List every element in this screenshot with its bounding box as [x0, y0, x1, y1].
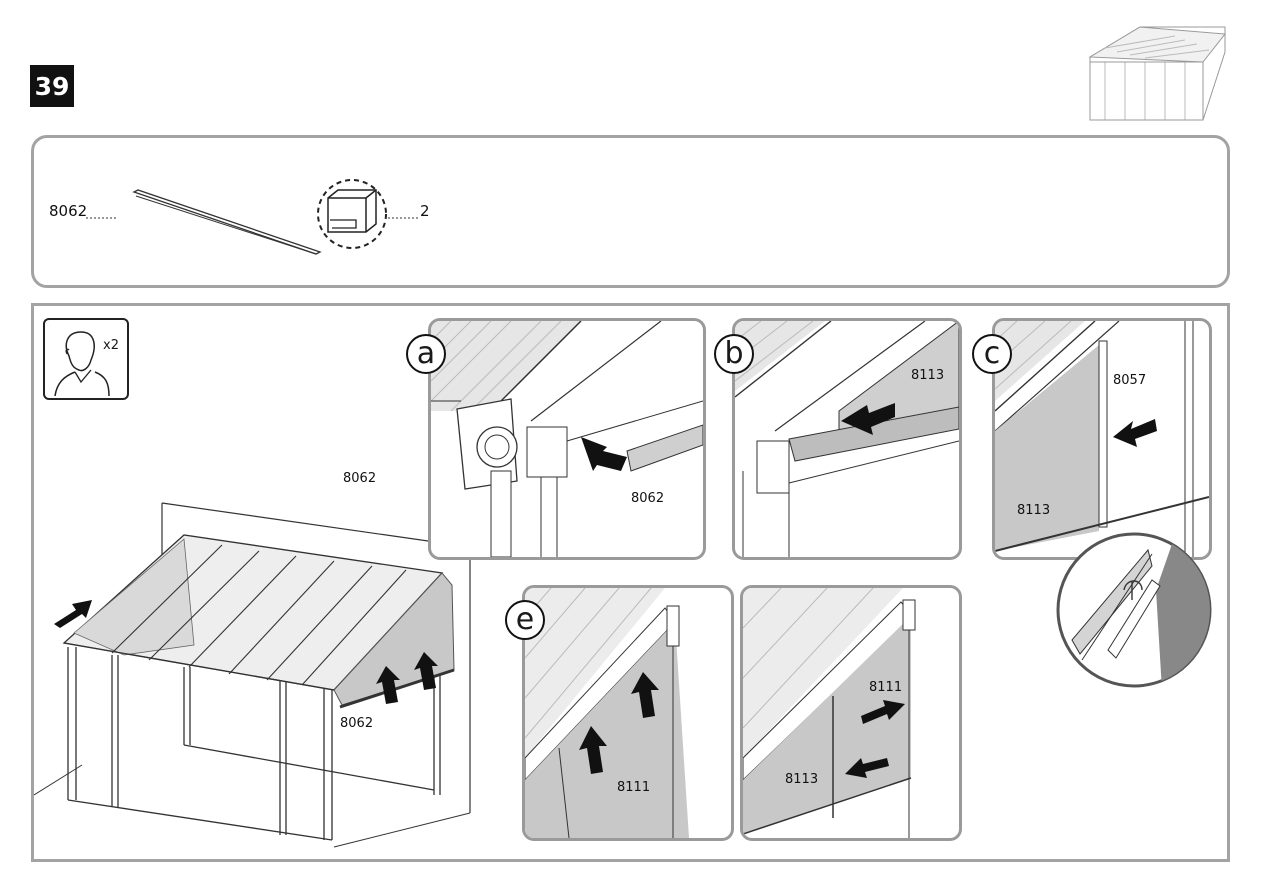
part-id-label: 8062: [49, 202, 88, 220]
shed-thumbnail-icon: [1088, 26, 1226, 121]
profile-zoom-circle-icon: [317, 179, 387, 249]
arrow-icon: [376, 666, 400, 704]
detail-panel-f: 8111 8113: [740, 585, 962, 841]
panel-c-part-label-bottom: 8113: [1017, 503, 1051, 518]
step-number: 39: [30, 65, 74, 107]
overview-label-top: 8062: [343, 471, 377, 486]
detail-panel-b: 8113: [732, 318, 962, 560]
panel-f-part-label-bottom: 8113: [785, 772, 819, 787]
panel-letter-e: e: [505, 600, 545, 640]
part-quantity-label: 2: [420, 202, 430, 220]
panel-f-drawing: [743, 588, 916, 838]
panel-e-part-label: 8111: [617, 780, 651, 795]
panel-letter-a: a: [406, 334, 446, 374]
panel-c-part-label-top: 8057: [1113, 373, 1147, 388]
people-count: x2: [103, 338, 119, 353]
panel-c-drawing: [995, 321, 1209, 557]
panel-b-part-label: 8113: [911, 368, 945, 383]
panel-f-part-label-top: 8111: [869, 680, 903, 695]
panel-b-drawing: [735, 321, 959, 557]
panel-a-part-label: 8062: [631, 491, 665, 506]
panel-e-drawing: [525, 588, 689, 838]
panel-letter-c: c: [972, 334, 1012, 374]
parts-list-box: [31, 135, 1230, 288]
quantity-leader-line: [388, 217, 418, 219]
person-icon: [54, 331, 110, 396]
assembly-area: [31, 303, 1230, 862]
detail-panel-c: 8057 8113: [992, 318, 1212, 560]
arrow-icon: [414, 652, 438, 690]
detail-panel-e: 8111: [522, 585, 734, 841]
pergola-overview-drawing: [34, 502, 471, 848]
overview-label-bottom: 8062: [340, 716, 374, 731]
people-required-box: [43, 318, 129, 400]
profile-zoom-circle-icon: [1056, 532, 1212, 688]
rail-part-icon: [132, 189, 322, 255]
arrow-icon: [54, 600, 92, 628]
part-leader-line: [86, 217, 118, 219]
panel-a-drawing: [431, 321, 703, 557]
detail-panel-a: 8062: [428, 318, 706, 560]
panel-letter-b: b: [714, 334, 754, 374]
